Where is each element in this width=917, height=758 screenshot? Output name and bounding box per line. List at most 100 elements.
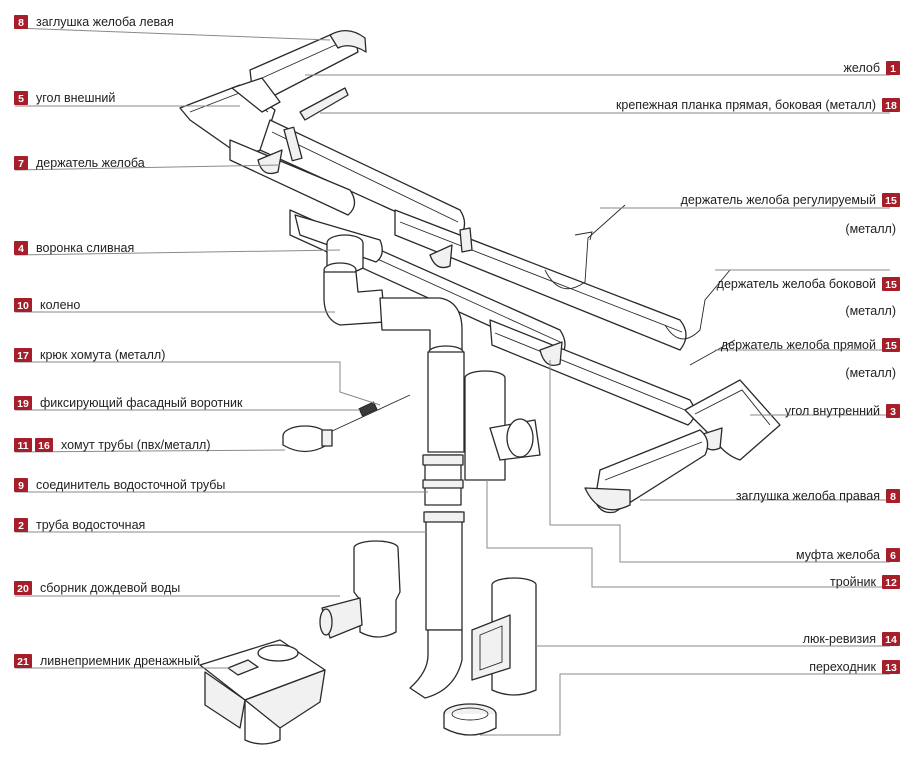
callout-number: 9 <box>18 480 24 492</box>
callout-number: 15 <box>885 279 897 291</box>
callout-number: 17 <box>17 350 29 362</box>
holder-adjustable-part <box>544 204 626 290</box>
callout-label: держатель желоба боковой <box>717 277 876 291</box>
callout-label: держатель желоба регулируемый <box>681 193 876 207</box>
callout-number: 12 <box>885 577 897 589</box>
callout-label: фиксирующий фасадный воротник <box>40 396 243 410</box>
leader-line <box>14 449 286 453</box>
callout-number-badge <box>886 489 900 503</box>
callout-c15b: 15 держатель желоба боковой (металл) <box>717 277 900 318</box>
callout-number: 11 <box>17 440 28 452</box>
callout-number-badge <box>14 241 28 255</box>
drainage-inlet-part <box>199 639 326 745</box>
callout-number: 5 <box>18 93 24 105</box>
callout-label: переходник <box>809 660 876 674</box>
callout-number: 15 <box>885 340 897 352</box>
callout-number-badge <box>886 61 900 75</box>
callout-c6: 6 муфта желоба <box>796 548 900 562</box>
callout-label: крепежная планка прямая, боковая (металл… <box>616 98 876 112</box>
gutter-end-cap-right-part <box>584 429 709 514</box>
callout-c1: 1 желоб <box>844 61 900 75</box>
callout-number-badge <box>14 298 32 312</box>
callout-number: 10 <box>17 300 29 312</box>
callout-label: люк-ревизия <box>803 632 876 646</box>
leader-line <box>480 673 890 736</box>
leader-line <box>549 360 890 563</box>
callout-c17: 17 крюк хомута (металл) <box>14 348 165 362</box>
callout-number-badge <box>882 660 900 674</box>
callout-c1116: 11 16 хомут трубы (пвх/металл) <box>14 438 211 452</box>
callout-number-badge <box>14 91 28 105</box>
callout-number: 4 <box>18 243 24 255</box>
callout-number-badge <box>14 478 28 492</box>
callout-label: муфта желоба <box>796 548 880 562</box>
inspection-hatch-part <box>471 577 537 696</box>
callout-number: 8 <box>890 491 896 503</box>
callout-number: 2 <box>18 520 24 532</box>
callout-number-badge <box>886 404 900 418</box>
pipe-clamp-part <box>282 425 333 453</box>
callout-sublabel: (металл) <box>845 304 896 318</box>
callout-number-badge <box>14 654 32 668</box>
callout-label: угол внутренний <box>785 404 880 418</box>
callout-number-badge <box>882 98 900 112</box>
gutter-end-cap-left-part <box>249 30 367 98</box>
callout-c13: 13 переходник <box>809 660 900 674</box>
leader-line <box>486 480 890 588</box>
callout-number: 6 <box>890 550 896 562</box>
callout-c21: 21 ливнеприемник дренажный <box>14 654 200 668</box>
callout-number: 13 <box>885 662 897 674</box>
callout-label: держатель желоба <box>36 156 145 170</box>
callout-label: крюк хомута (металл) <box>40 348 165 362</box>
callout-number-badge <box>14 348 32 362</box>
callout-label: желоб <box>844 61 880 75</box>
callout-number: 1 <box>890 63 896 75</box>
callout-label: угол внешний <box>36 91 115 105</box>
downpipe-part <box>409 351 465 699</box>
callout-label: ливнеприемник дренажный <box>40 654 200 668</box>
callout-c19: 19 фиксирующий фасадный воротник <box>14 396 243 410</box>
callout-number: 8 <box>18 17 24 29</box>
callout-number-badge <box>882 193 900 207</box>
callout-c2: 2 труба водосточная <box>14 518 145 532</box>
callout-sublabel: (металл) <box>845 222 896 236</box>
callout-number-badge <box>14 15 28 29</box>
callout-c4: 4 воронка сливная <box>14 241 134 255</box>
callout-c9: 9 соединитель водосточной трубы <box>14 478 225 492</box>
callout-number-badge <box>14 518 28 532</box>
callout-label: колено <box>40 298 80 312</box>
callout-number-badge <box>14 396 32 410</box>
leader-line <box>14 249 341 256</box>
callout-number-badge <box>882 338 900 352</box>
gutter-holder-part <box>257 87 349 175</box>
callout-c5: 5 угол внешний <box>14 91 115 105</box>
callout-number: 16 <box>38 440 50 452</box>
elbow-part <box>323 262 464 359</box>
callout-number-badge <box>882 277 900 291</box>
callout-c10: 10 колено <box>14 298 80 312</box>
leader-line <box>15 361 381 406</box>
leader-lines <box>14 27 890 736</box>
callout-number: 14 <box>885 634 897 646</box>
callout-label: соединитель водосточной трубы <box>36 478 225 492</box>
callout-number: 15 <box>885 195 897 207</box>
callout-number-badge <box>14 156 28 170</box>
callout-c15a: 15 держатель желоба регулируемый (металл) <box>681 193 900 236</box>
callout-label: воронка сливная <box>36 241 134 255</box>
callout-number: 21 <box>17 656 29 668</box>
rainwater-collector-part <box>319 540 401 639</box>
callout-label: хомут трубы (пвх/металл) <box>61 438 211 452</box>
leader-line <box>14 27 331 41</box>
callout-number-badge <box>14 581 32 595</box>
callout-number-badge <box>35 438 53 452</box>
callout-label: труба водосточная <box>36 518 145 532</box>
callout-number: 19 <box>17 398 29 410</box>
